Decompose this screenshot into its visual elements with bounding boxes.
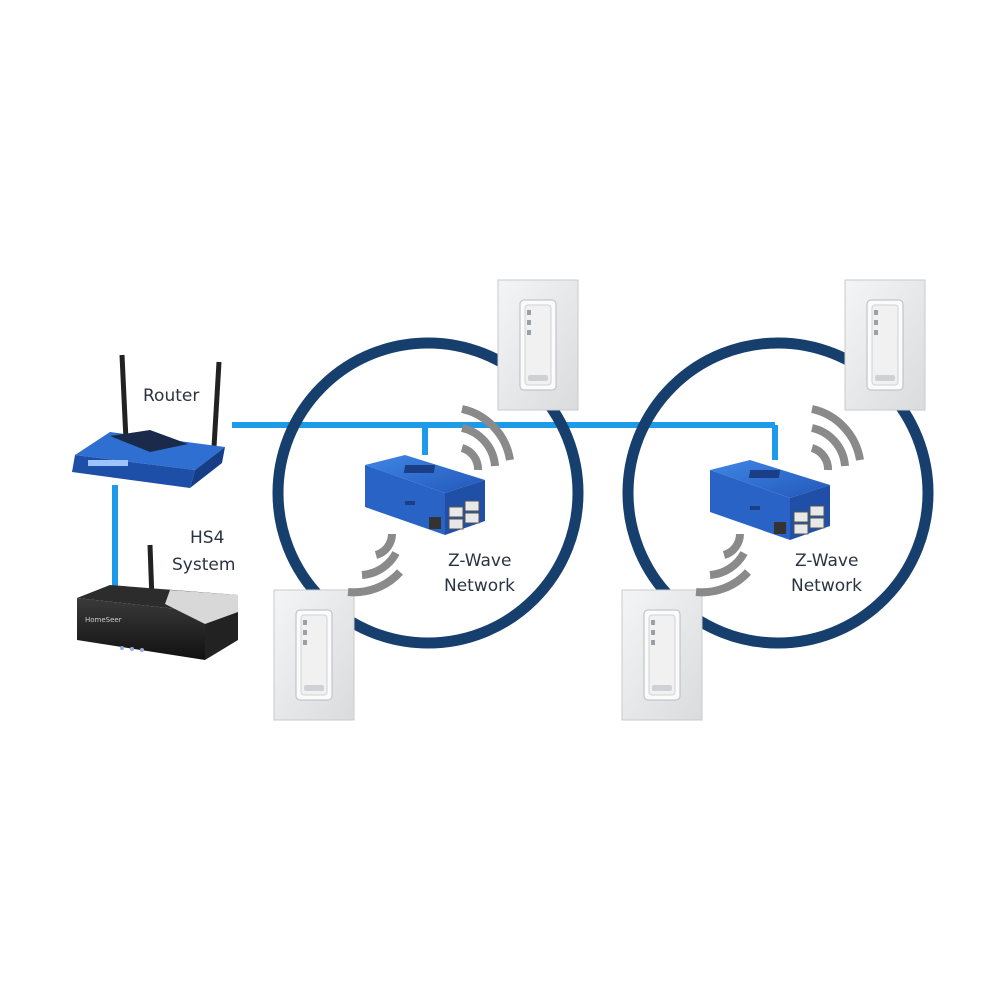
network-links [112, 422, 778, 595]
wall-switch-icon [621, 589, 703, 721]
zwave-interface-icon [709, 459, 831, 541]
hs4-controller-icon: HomeSeer [77, 544, 238, 660]
hs4-label-line2: System [172, 555, 235, 575]
zwave-network-label-2-line2: Network [791, 576, 862, 596]
zwave-network-circle-2 [622, 337, 934, 649]
zwave-network-label-2-line1: Z-Wave [795, 551, 858, 571]
zwave-network-label-1-line1: Z-Wave [448, 551, 511, 571]
wireless-router-icon [72, 354, 225, 488]
hs4-label-line1: HS4 [190, 528, 224, 548]
radio-waves-icon [695, 405, 864, 597]
zwave-network-label-1-line2: Network [444, 576, 515, 596]
radio-waves-icon [347, 405, 514, 597]
wall-switch-icon [273, 589, 355, 721]
zwave-network-circle-1 [272, 337, 584, 649]
wall-switch-icon [497, 279, 579, 411]
zwave-interface-icon [364, 454, 486, 536]
svg-text:HomeSeer: HomeSeer [85, 616, 122, 624]
wall-switch-icon [844, 279, 926, 411]
router-label: Router [143, 386, 199, 406]
